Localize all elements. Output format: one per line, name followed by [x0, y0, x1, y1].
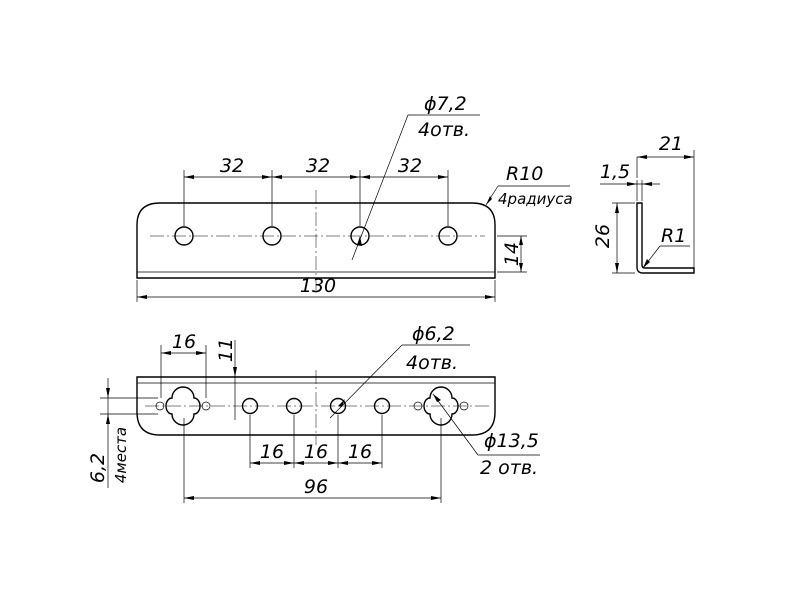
side-height: 26: [592, 224, 614, 248]
bottom-hole-4: [373, 397, 391, 415]
top-hole-4: [438, 226, 458, 246]
side-width: 21: [659, 133, 683, 155]
bottom-slot-height: 11: [215, 338, 237, 362]
bottom-hole-count: 4отв.: [406, 352, 458, 374]
bottom-large-diameter: ϕ13,5: [484, 430, 539, 452]
top-view: 32 32 32 130 14 ϕ7,2 4отв. R10 4радиуса: [136, 93, 573, 302]
top-height-dim: 14: [501, 242, 523, 266]
bottom-hole-1: [241, 397, 259, 415]
side-thickness: 1,5: [600, 161, 630, 183]
bottom-edge-dim: 6,2: [87, 453, 109, 483]
top-radius-count: 4радиуса: [498, 190, 573, 208]
bottom-hole-3: [329, 397, 347, 415]
top-hole-diameter: ϕ7,2: [424, 93, 467, 115]
top-view-outline: [136, 202, 496, 279]
bottom-large-count: 2 отв.: [480, 457, 538, 479]
top-hole-1: [174, 226, 194, 246]
top-spacing-3: 32: [398, 155, 422, 177]
bottom-slot-offset: 16: [172, 331, 196, 353]
top-length-dim: 130: [300, 275, 336, 297]
top-hole-2: [262, 226, 282, 246]
bottom-view: 16 11 16 16 16 96 ϕ6,2 4отв.: [87, 323, 540, 503]
side-bend-radius: R1: [661, 225, 686, 247]
top-spacing-2: 32: [306, 155, 330, 177]
keyhole-slot-right: [423, 386, 459, 426]
bottom-view-outline: [136, 376, 496, 436]
top-spacing-1: 32: [220, 155, 244, 177]
keyhole-slot-left: [165, 386, 201, 426]
bottom-spacing-3: 16: [348, 441, 372, 463]
bottom-hole-diameter: ϕ6,2: [412, 323, 455, 345]
bottom-spacing-2: 16: [304, 441, 328, 463]
bottom-edge-count: 4места: [112, 427, 130, 483]
side-view: 1,5 21 26 R1: [592, 133, 695, 274]
top-radius: R10: [506, 163, 543, 185]
bottom-slot-span: 96: [304, 476, 328, 498]
top-hole-count: 4отв.: [418, 119, 470, 141]
bottom-hole-2: [285, 397, 303, 415]
bottom-spacing-1: 16: [260, 441, 284, 463]
